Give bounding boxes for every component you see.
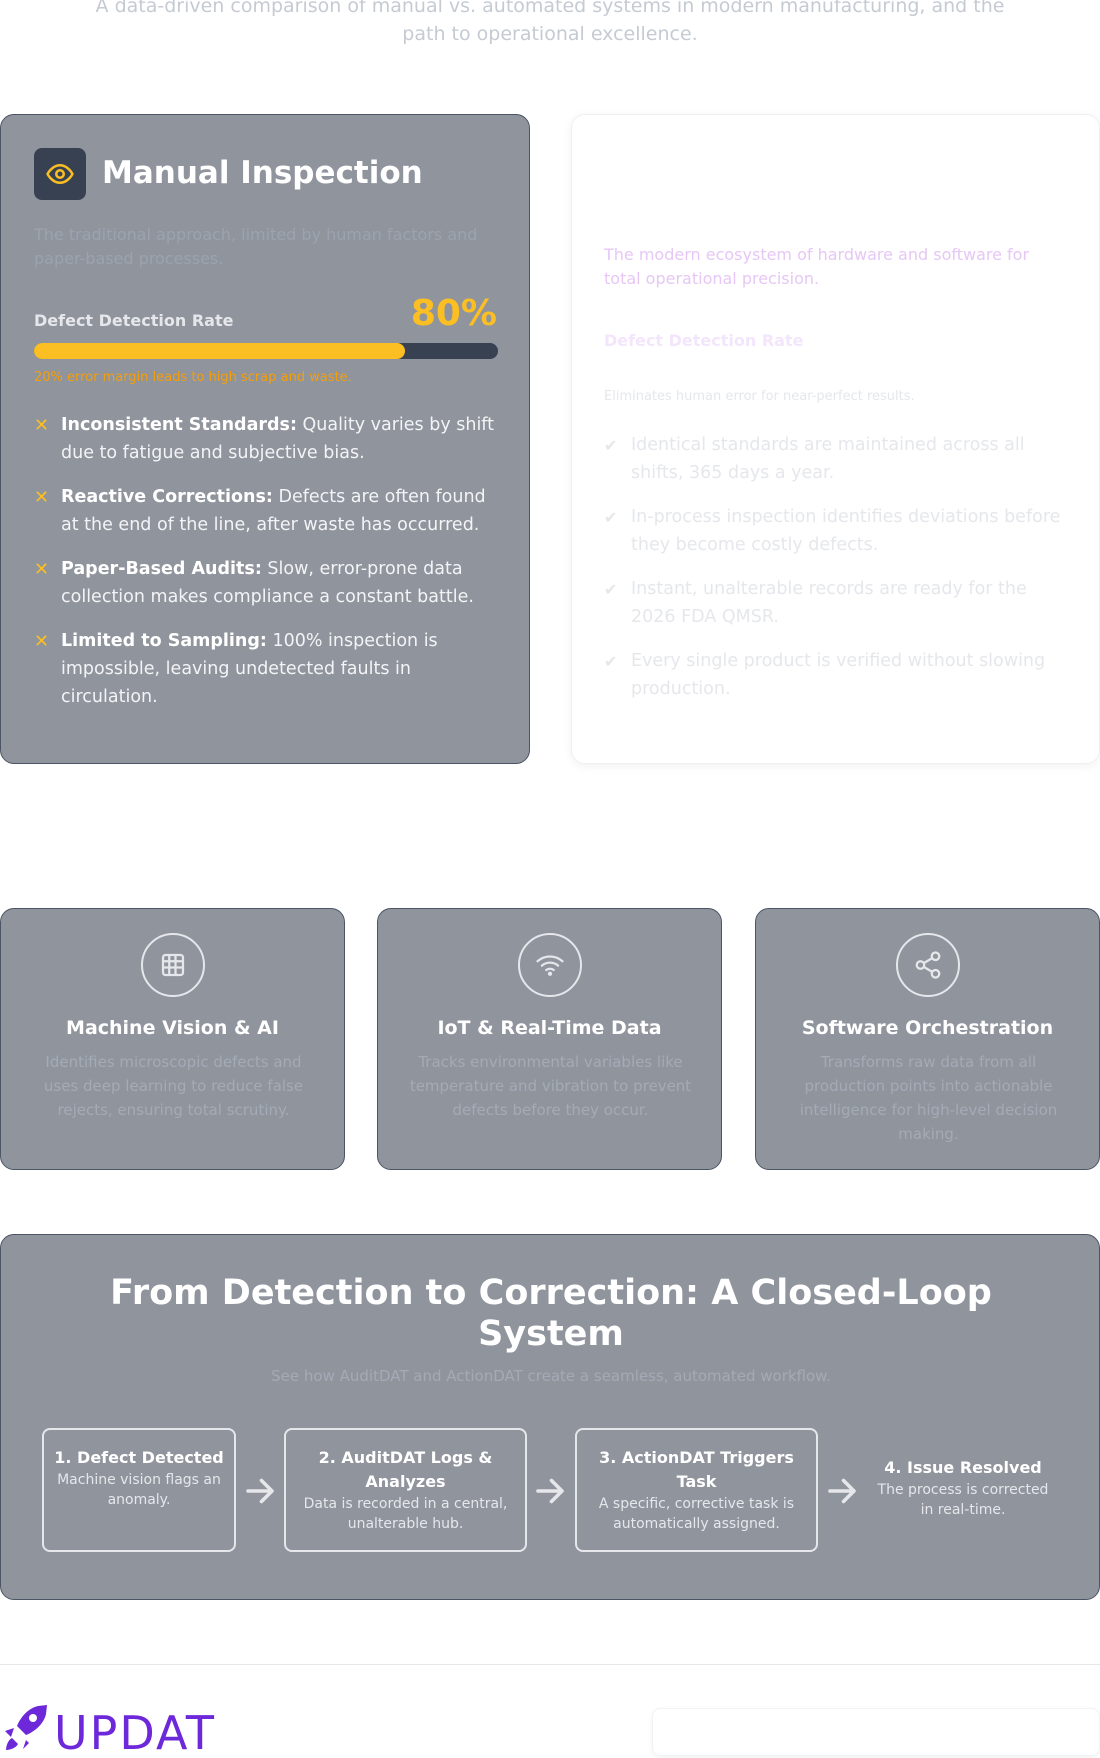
step-actiondat: 3. ActionDAT Triggers Task A specific, c… (575, 1428, 818, 1552)
hero-subtitle: A data-driven comparison of manual vs. a… (95, 0, 1005, 45)
feature-card-software: Software Orchestration Transforms raw da… (755, 908, 1100, 1170)
feature-card-machine-vision: Machine Vision & AI Identifies microscop… (0, 908, 345, 1170)
automated-system-card: The modern ecosystem of hardware and sof… (571, 114, 1100, 764)
x-mark-icon: ✕ (34, 415, 50, 436)
manual-rate-value: 80% (410, 293, 497, 334)
manual-rate-note: 20% error margin leads to high scrap and… (34, 370, 352, 385)
check-icon: ✔ (604, 652, 618, 671)
automated-benefits-list: ✔ Identical standards are maintained acro… (604, 431, 1074, 719)
brand-logo-text[interactable]: UPDAT (54, 1706, 217, 1758)
share-icon (895, 933, 960, 997)
item-text: Identical standards are maintained acros… (631, 435, 1025, 483)
manual-description: The traditional approach, limited by hum… (34, 225, 478, 268)
wifi-icon (517, 933, 582, 997)
manual-issues-list: ✕ Inconsistent Standards: Quality varies … (34, 411, 504, 727)
manual-rate-label: Defect Detection Rate (34, 311, 234, 330)
item-title: Paper-Based Audits: (61, 559, 262, 579)
manual-title: Manual Inspection (102, 155, 423, 191)
list-item: ✕ Inconsistent Standards: Quality varies … (34, 411, 504, 467)
item-text: In-process inspection identifies deviati… (631, 507, 1061, 555)
item-text: Quality varies by shift due to fatigue a… (61, 415, 495, 463)
automated-rate-note: Eliminates human error for near-perfect … (604, 389, 915, 404)
item-text: Instant, unalterable records are ready f… (631, 579, 1027, 627)
item-title: Limited to Sampling: (61, 631, 267, 651)
step-description: Data is recorded in a central, unalterab… (303, 1496, 508, 1532)
detection-rate-bar (34, 343, 498, 359)
rocket-logo-icon[interactable] (0, 1700, 230, 1758)
feature-title: Machine Vision & AI (66, 1017, 279, 1039)
arrow-right-icon (246, 1478, 274, 1504)
step-auditdat: 2. AuditDAT Logs & Analyzes Data is reco… (284, 1428, 527, 1552)
step-description: A specific, corrective task is automatic… (598, 1496, 795, 1532)
list-item: ✔ Instant, unalterable records are ready … (604, 575, 1074, 631)
step-description: Machine vision flags an anomaly. (57, 1472, 221, 1508)
automated-description: The modern ecosystem of hardware and sof… (604, 245, 1030, 288)
grid-chip-icon (140, 933, 205, 997)
feature-description: Identifies microscopic defects and uses … (43, 1053, 304, 1119)
feature-title: Software Orchestration (801, 1017, 1054, 1039)
feature-title: IoT & Real-Time Data (437, 1017, 662, 1039)
item-text: Every single product is verified without… (631, 651, 1046, 699)
footer-panel (652, 1708, 1100, 1756)
manual-inspection-card: Manual Inspection The traditional approa… (0, 114, 530, 764)
feature-description: Transforms raw data from all production … (799, 1053, 1058, 1143)
step-title: 3. ActionDAT Triggers Task (599, 1448, 794, 1491)
arrow-right-icon (536, 1478, 564, 1504)
feature-description: Tracks environmental variables like temp… (409, 1053, 692, 1119)
item-text: Slow, error-prone data collection makes … (61, 559, 474, 607)
arrow-right-icon (828, 1478, 856, 1504)
list-item: ✔ Every single product is verified withou… (604, 647, 1074, 703)
list-item: ✕ Paper-Based Audits: Slow, error-prone d… (34, 555, 504, 611)
step-issue-resolved: 4. Issue Resolved The process is correct… (863, 1428, 1063, 1552)
list-item: ✕ Limited to Sampling: 100% inspection is… (34, 627, 504, 711)
automated-rate-label: Defect Detection Rate (604, 331, 804, 350)
item-text: 100% inspection is impossible, leaving u… (61, 631, 438, 707)
check-icon: ✔ (604, 436, 618, 455)
check-icon: ✔ (604, 580, 618, 599)
feature-card-iot: IoT & Real-Time Data Tracks environmenta… (377, 908, 722, 1170)
closed-loop-subtitle: See how AuditDAT and ActionDAT create a … (271, 1367, 831, 1385)
check-icon: ✔ (604, 508, 618, 527)
list-item: ✔ Identical standards are maintained acro… (604, 431, 1074, 487)
x-mark-icon: ✕ (34, 487, 50, 508)
closed-loop-section: From Detection to Correction: A Closed-L… (0, 1234, 1100, 1600)
footer-divider (0, 1664, 1100, 1665)
x-mark-icon: ✕ (34, 559, 50, 580)
item-title: Reactive Corrections: (61, 487, 273, 507)
list-item: ✕ Reactive Corrections: Defects are often… (34, 483, 504, 539)
step-description: The process is corrected in real-time. (877, 1482, 1049, 1518)
item-text: Defects are often found at the end of th… (61, 487, 486, 535)
item-title: Inconsistent Standards: (61, 415, 297, 435)
step-title: 4. Issue Resolved (884, 1458, 1042, 1477)
detection-rate-bar-fill (34, 343, 406, 359)
step-defect-detected: 1. Defect Detected Machine vision flags … (42, 1428, 236, 1552)
eye-icon (34, 148, 86, 200)
step-title: 2. AuditDAT Logs & Analyzes (318, 1448, 493, 1491)
step-title: 1. Defect Detected (54, 1448, 224, 1467)
list-item: ✔ In-process inspection identifies deviat… (604, 503, 1074, 559)
closed-loop-title: From Detection to Correction: A Closed-L… (110, 1273, 992, 1354)
x-mark-icon: ✕ (34, 631, 50, 652)
